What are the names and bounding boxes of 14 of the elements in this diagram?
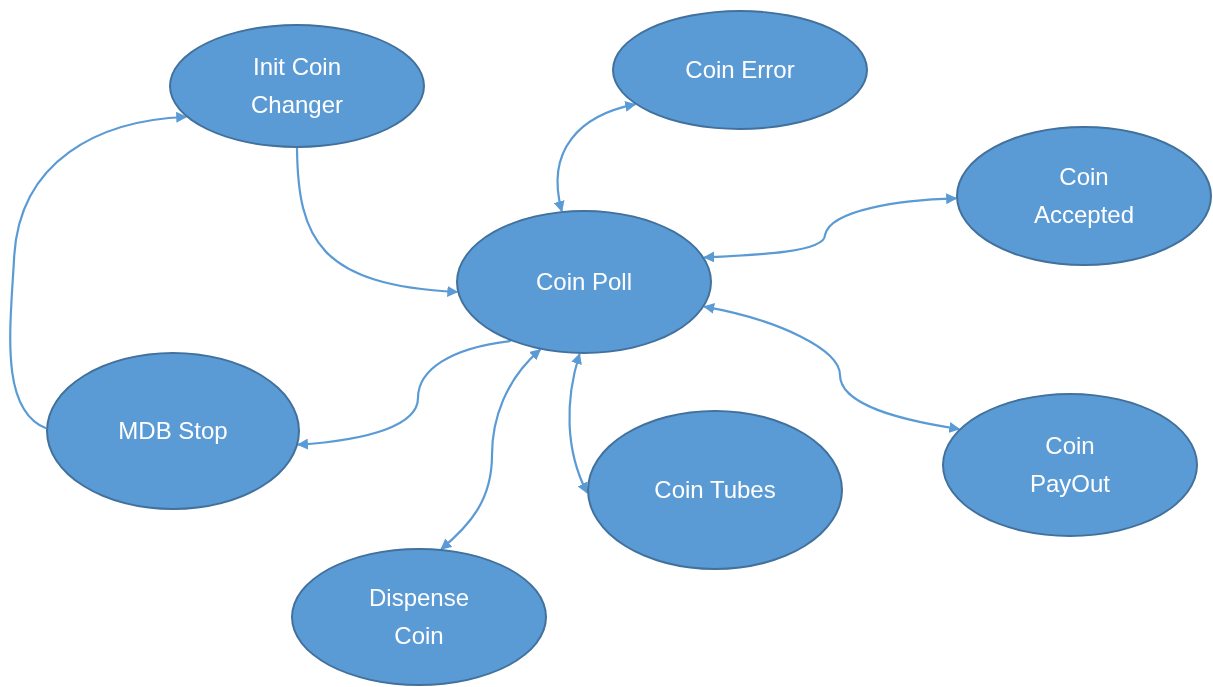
arrow (703, 193, 958, 263)
node-label: Coin PayOut (1028, 430, 1111, 499)
arrow (703, 303, 961, 433)
node-label: Coin Poll (535, 266, 632, 297)
node-label: MDB Stop (118, 415, 228, 446)
arrow (554, 101, 637, 213)
arrow (568, 352, 589, 494)
arrow (440, 348, 542, 550)
node-label: Coin Accepted (1032, 161, 1136, 230)
node-label: Init Coin Changer (249, 51, 345, 120)
arrow (9, 112, 188, 430)
node-label: Coin Error (685, 54, 795, 85)
node-label: Dispense Coin (367, 582, 471, 651)
node-label: Coin Tubes (654, 474, 776, 505)
